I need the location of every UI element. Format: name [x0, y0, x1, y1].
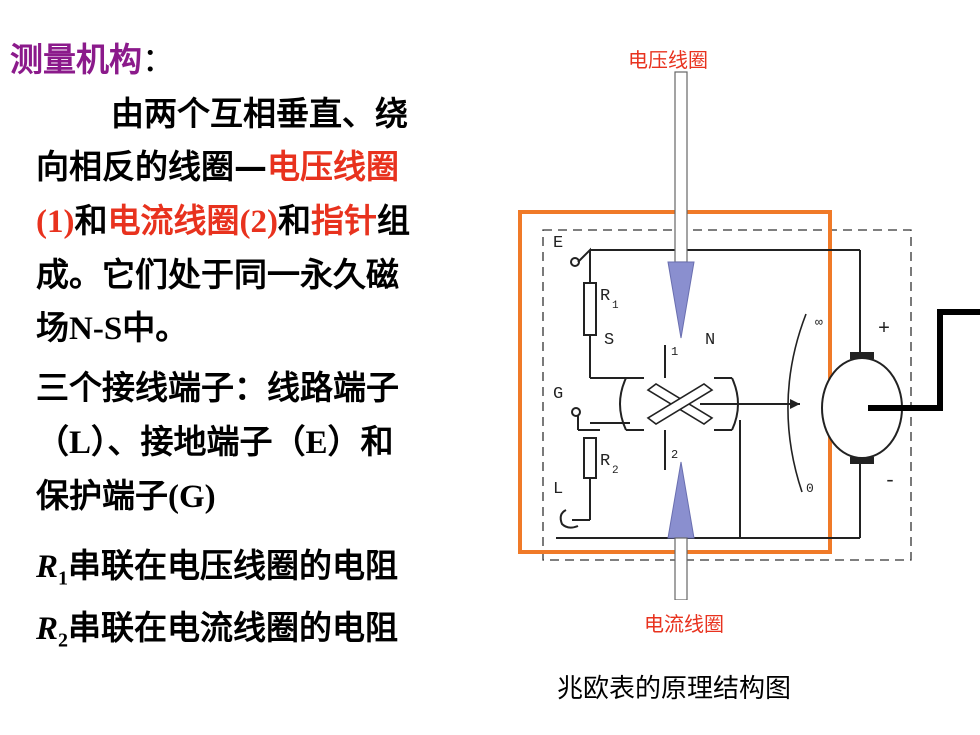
- para2-line2: （L）、接地端子（E）和: [36, 416, 394, 469]
- para1-line2: 向相反的线圈—电压线圈: [36, 141, 399, 193]
- r2-symbol: R: [36, 611, 59, 647]
- current-coil-text: 电流线圈: [107, 201, 240, 240]
- para1-line4: 成。它们处于同一永久磁: [36, 255, 399, 294]
- r1-subscript: 1: [58, 567, 69, 590]
- current-coil-arrow: [667, 461, 695, 600]
- current-coil-label: 电流线圈: [644, 612, 724, 636]
- r2-text-diag: R: [600, 452, 610, 471]
- coil-1-text: 1: [671, 345, 678, 359]
- para1-line3-b: 和: [74, 201, 108, 240]
- terminal-g-icon: [571, 407, 581, 417]
- dashed-enclosure: [542, 229, 912, 561]
- para2-line3-a: 保护端子: [36, 476, 168, 515]
- resistor-r2: [583, 437, 597, 479]
- resistor-r1: [583, 282, 597, 336]
- pole-s: [619, 377, 644, 431]
- terminal-e-text: E: [553, 234, 563, 253]
- pointer-text: 指针: [310, 201, 377, 240]
- diagram-caption: 兆欧表的原理结构图: [557, 674, 792, 704]
- para1-line2-a: 向相反的线圈—: [36, 147, 267, 186]
- r2-text: 串联在电流线圈的电阻: [68, 608, 399, 647]
- plus-text: +: [878, 318, 890, 341]
- para1-line3-a: (1): [36, 204, 75, 240]
- r2-sub-diag: 2: [612, 465, 619, 477]
- scale-inf-text: ∞: [815, 315, 823, 330]
- voltage-coil-label: 电压线圈: [628, 48, 708, 72]
- pole-n: [714, 377, 739, 431]
- voltage-coil-text: 电压线圈: [267, 147, 399, 186]
- terminal-l-text: L: [553, 480, 563, 499]
- para1-line3-g: 组: [376, 201, 410, 240]
- para2-line3-b: (G): [168, 479, 216, 515]
- pointer-arrowhead: [790, 399, 800, 409]
- coil-2-text: 2: [671, 448, 678, 462]
- generator-brush-bottom: [850, 457, 874, 464]
- para1-line5-c: 中。: [122, 308, 189, 347]
- crossed-coils: [646, 383, 714, 425]
- heading-label: 测量机构: [10, 40, 142, 79]
- r2-line: R2串联在电流线圈的电阻: [36, 602, 398, 667]
- para1-line3-e: 和: [277, 201, 311, 240]
- pole-s-text: S: [604, 331, 614, 350]
- generator-brush-top: [850, 352, 874, 359]
- para1-line3-d: (2): [239, 204, 278, 240]
- para2-line3: 保护端子(G): [36, 470, 216, 523]
- para1-line3: (1)和电流线圈(2)和指针组: [36, 195, 410, 248]
- heading-colon: ：: [142, 40, 175, 79]
- para2-line2-d: E: [305, 425, 328, 461]
- para2-line2-a: （: [36, 422, 69, 461]
- scale-arc: [787, 313, 807, 493]
- voltage-coil-arrow: [667, 71, 695, 339]
- para1-line5-a: 场: [36, 308, 69, 347]
- r1-line: R1串联在电压线圈的电阻: [36, 540, 398, 605]
- para2-line2-b: L: [69, 425, 92, 461]
- heading: 测量机构：: [10, 34, 175, 86]
- circuit-wires: [556, 247, 861, 539]
- pole-n-text: N: [705, 331, 715, 350]
- minus-text: -: [884, 470, 896, 493]
- para2-line2-c: ）、接地端子（: [91, 422, 306, 461]
- r1-text-diag: R: [600, 287, 610, 306]
- scale-zero-text: 0: [806, 481, 814, 496]
- crank-handle: [868, 309, 980, 411]
- para1-line5: 场N-S中。: [36, 302, 188, 355]
- megohmmeter-diagram: E G L R 1 R 2 S N 1 2 ∞ 0 + -: [518, 71, 980, 600]
- terminal-g-text: G: [553, 385, 563, 404]
- r1-text: 串联在电压线圈的电阻: [68, 546, 399, 585]
- para2-line2-e: ）和: [327, 422, 394, 461]
- terminal-e-icon: [570, 257, 580, 267]
- para1-line1: 由两个互相垂直、绕: [111, 94, 408, 133]
- r1-symbol: R: [36, 549, 59, 585]
- r2-subscript: 2: [58, 629, 69, 652]
- para1-line5-b: N-S: [69, 311, 123, 347]
- r1-sub-diag: 1: [612, 300, 619, 312]
- para2-line1: 三个接线端子：线路端子: [36, 368, 399, 407]
- terminal-l-icon: [559, 509, 579, 529]
